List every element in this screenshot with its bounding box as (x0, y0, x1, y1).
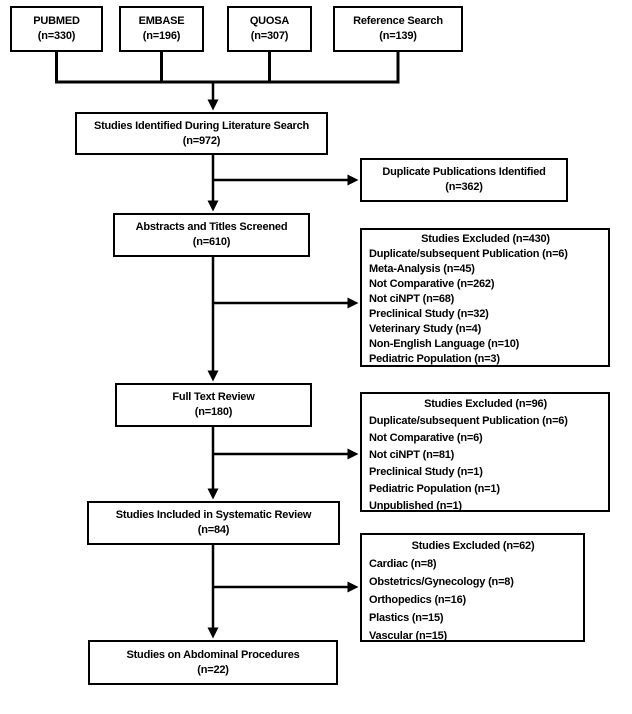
source-label: Reference Search (353, 15, 443, 27)
exclusion-item: Pediatric Population (n=1) (369, 483, 500, 495)
node-label: Studies Included in Systematic Review (115, 509, 312, 521)
exclusion-item: Orthopedics (n=16) (369, 594, 466, 606)
exclusion-item: Vascular (n=15) (369, 630, 448, 642)
source-count: (n=307) (250, 30, 289, 42)
node-label: Duplicate Publications Identified (382, 166, 546, 178)
exclusion-item: Duplicate/subsequent Publication (n=6) (369, 248, 568, 260)
arrowheads (207, 99, 359, 639)
node-abstracts-titles-screened: Abstracts and Titles Screened (n=610) (113, 213, 310, 257)
source-box-embase: EMBASE (n=196) (119, 6, 204, 52)
exclusion-title: Studies Excluded (n=96) (424, 398, 547, 410)
exclusion-item: Preclinical Study (n=32) (369, 308, 489, 320)
node-label: Studies on Abdominal Procedures (126, 648, 300, 661)
source-label: EMBASE (138, 15, 185, 27)
trunk-lines (211, 82, 348, 628)
source-box-reference-search: Reference Search (n=139) (333, 6, 463, 52)
node-studies-identified: Studies Identified During Literature Sea… (75, 112, 328, 155)
exclusion-item: Obstetrics/Gynecology (n=8) (369, 576, 514, 588)
source-label: PUBMED (33, 15, 80, 27)
source-collector-lines (55, 51, 400, 84)
source-label: QUOSA (249, 15, 290, 27)
node-count: (n=362) (445, 181, 483, 193)
exclusion-item: Not Comparative (n=6) (369, 432, 483, 444)
node-label: Full Text Review (172, 391, 255, 403)
exclusion-item: Not ciNPT (n=68) (369, 293, 455, 305)
exclusion-item: Unpublished (n=1) (369, 500, 462, 512)
exclusion-item: Preclinical Study (n=1) (369, 466, 483, 478)
exclusion-item: Pediatric Population (n=3) (369, 353, 500, 365)
node-count: (n=972) (182, 134, 221, 147)
exclusion-item: Non-English Language (n=10) (369, 338, 520, 350)
exclusion-box-specialty: Studies Excluded (n=62) Cardiac (n=8) Ob… (360, 533, 585, 642)
exclusion-item: Not ciNPT (n=81) (369, 449, 455, 461)
node-included-systematic-review: Studies Included in Systematic Review (n… (87, 501, 340, 545)
node-label: Studies Identified During Literature Sea… (93, 119, 310, 132)
node-count: (n=22) (197, 663, 229, 676)
exclusion-item: Duplicate/subsequent Publication (n=6) (369, 415, 568, 427)
source-count: (n=330) (37, 30, 76, 42)
exclusion-item: Cardiac (n=8) (369, 558, 437, 570)
exclusion-box-full-text: Studies Excluded (n=96) Duplicate/subseq… (360, 392, 610, 512)
node-full-text-review: Full Text Review (n=180) (115, 383, 312, 427)
exclusion-box-abstract-screen: Studies Excluded (n=430) Duplicate/subse… (360, 228, 610, 367)
exclusion-title: Studies Excluded (n=430) (421, 233, 550, 245)
exclusion-title: Studies Excluded (n=62) (411, 540, 535, 552)
node-duplicate-publications: Duplicate Publications Identified (n=362… (360, 158, 568, 202)
exclusion-item: Not Comparative (n=262) (369, 278, 495, 290)
exclusion-item: Meta-Analysis (n=45) (369, 263, 475, 275)
node-count: (n=180) (194, 406, 233, 418)
source-box-quosa: QUOSA (n=307) (227, 6, 312, 52)
node-count: (n=84) (197, 524, 230, 536)
source-count: (n=139) (379, 30, 417, 42)
source-box-pubmed: PUBMED (n=330) (10, 6, 103, 52)
node-abdominal-procedures: Studies on Abdominal Procedures (n=22) (88, 640, 338, 685)
node-count: (n=610) (192, 236, 231, 248)
exclusion-item: Veterinary Study (n=4) (369, 323, 482, 335)
node-label: Abstracts and Titles Screened (135, 221, 288, 233)
source-count: (n=196) (142, 30, 181, 42)
exclusion-item: Plastics (n=15) (369, 612, 444, 624)
